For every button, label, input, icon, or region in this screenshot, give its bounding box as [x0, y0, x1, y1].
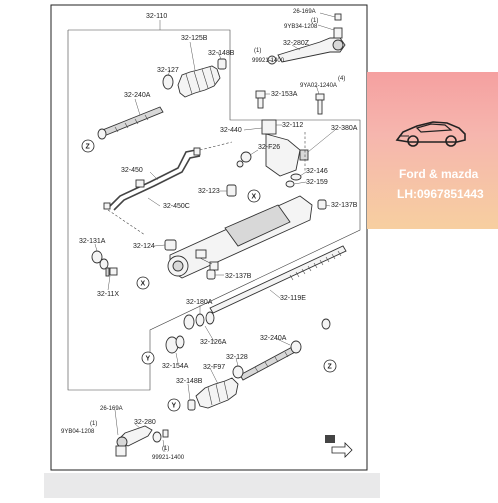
rack-housing: [167, 195, 313, 279]
ref-y-low-circle: [141, 351, 155, 365]
f26-fitting: [236, 151, 252, 168]
bush-124: [164, 239, 177, 251]
boot-bottom: [195, 377, 239, 409]
label-99921-top: 99921-1400: [252, 58, 285, 64]
front-arrow-icon: [325, 435, 353, 458]
label-32-112: 32-112: [282, 122, 303, 129]
sports-car-icon: [395, 121, 466, 147]
valve-housing: [261, 119, 309, 177]
tie-rod-bottom: [239, 318, 331, 381]
label-32-127: 32-127: [157, 67, 179, 74]
label-32-280: 32-280: [134, 419, 156, 426]
label-32-148b-bot: 32-148B: [176, 378, 203, 385]
mount-137b-mid: [206, 269, 216, 280]
ref-x-low-circle: [136, 276, 150, 290]
left-parts: [91, 250, 118, 277]
label-32-131a: 32-131A: [79, 238, 106, 245]
label-32-148b-top: 32-148B: [208, 50, 235, 57]
clip-top: [217, 58, 227, 70]
label-four: (4): [338, 76, 345, 82]
seals-180a: [183, 311, 215, 330]
label-32-f97: 32-F97: [203, 364, 225, 371]
label-32-119e: 32-119E: [280, 295, 306, 302]
label-32-154a: 32-154A: [162, 363, 189, 370]
label-32-110: 32-110: [146, 13, 167, 20]
label-32-125b: 32-125B: [181, 35, 208, 42]
label-9yb34-top: 9YB34-1208: [284, 24, 318, 30]
label-32-450c: 32-450C: [163, 203, 190, 210]
oring-159: [285, 180, 295, 188]
ad-brand-text: Ford & mazda: [399, 167, 479, 181]
pipe-450: [103, 147, 201, 211]
ref-y-low: Y: [146, 356, 151, 363]
tie-rod-end-bottom: [115, 425, 169, 457]
part-154a: [165, 335, 185, 354]
seal-123: [226, 184, 237, 197]
label-32-240a-bot: 32-240A: [260, 335, 287, 342]
clip-bottom: [187, 399, 196, 411]
label-32-153a: 32-153A: [271, 91, 298, 98]
label-26-169a-top: 26-169A: [293, 9, 316, 15]
label-32-240a-top: 32-240A: [124, 92, 151, 99]
diagram-frame: [50, 4, 368, 471]
bolt-mount: [315, 93, 325, 115]
label-32-11x: 32-11X: [97, 291, 119, 298]
label-32-124: 32-124: [133, 243, 155, 250]
ref-z-bot: Z: [328, 364, 333, 371]
label-32-126a: 32-126A: [200, 339, 227, 346]
dealer-ad-banner: Ford & mazda LH:0967851443: [367, 72, 498, 229]
label-32-440: 32-440: [220, 127, 242, 134]
label-one-top-b: (1): [254, 48, 261, 54]
assembly-boundary: [67, 29, 361, 391]
oring-146: [290, 173, 302, 181]
label-32-450: 32-450: [121, 167, 143, 174]
pipe-dash-lower: [107, 209, 146, 236]
label-32-137b-right: 32-137B: [331, 202, 358, 209]
pipe-dash-upper: [199, 141, 233, 151]
label-9ya02: 9YA02-1240A: [300, 83, 337, 89]
tie-rod-top: [97, 106, 164, 140]
label-32-137b-mid: 32-137B: [225, 273, 252, 280]
ref-x-mid: X: [252, 194, 257, 201]
label-32-128: 32-128: [226, 354, 248, 361]
bottom-gray-bar: [44, 473, 380, 498]
label-32-180a: 32-180A: [186, 299, 213, 306]
label-one-bot-a: (1): [90, 421, 97, 427]
label-32-123: 32-123: [198, 188, 220, 195]
label-32-280z: 32-280Z: [283, 40, 310, 47]
label-32-380a: 32-380A: [331, 125, 358, 132]
label-one-top-a: (1): [311, 18, 318, 24]
tie-rod-end-top: [267, 13, 346, 65]
mount-137b-right: [317, 199, 327, 210]
ref-z-top: Z: [86, 144, 91, 151]
rack-bar: [209, 245, 347, 314]
ref-y-bot: Y: [172, 403, 177, 410]
ref-x-low: X: [141, 281, 146, 288]
ref-y-bot-circle: [167, 398, 181, 412]
ref-z-top-circle: [81, 139, 95, 153]
label-26-169a-bot: 26-169A: [100, 406, 123, 412]
label-one-bot-b: (1): [162, 446, 169, 452]
leader-lines: [94, 12, 336, 453]
label-99921-bot: 99921-1400: [152, 455, 185, 461]
label-9yb04-bot: 9YB04-1208: [61, 429, 95, 435]
ref-x-mid-circle: [247, 189, 261, 203]
label-32-f26: 32-F26: [258, 144, 280, 151]
clamp-top: [162, 74, 174, 90]
clamp-128: [232, 365, 244, 379]
boot-top: [177, 65, 221, 98]
label-32-159: 32-159: [306, 179, 328, 186]
bracket-153a: [255, 90, 266, 109]
label-32-146: 32-146: [306, 168, 328, 175]
ref-z-bot-circle: [323, 359, 337, 373]
ad-phone-text: LH:0967851443: [397, 187, 484, 201]
